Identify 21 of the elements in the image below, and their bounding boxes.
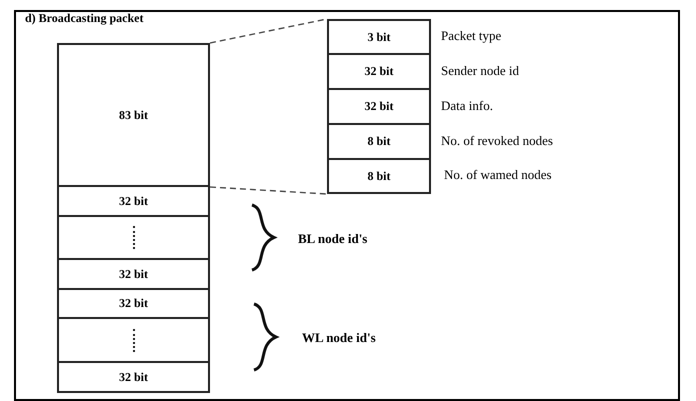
bit-field-cell: 8 bit — [327, 158, 431, 194]
ellipsis-field-cell — [57, 317, 210, 363]
field-description: No. of wamed nodes — [444, 167, 552, 183]
bit-field-cell: 32 bit — [327, 53, 431, 90]
group-label: BL node id's — [298, 231, 368, 247]
field-description: Sender node id — [441, 62, 519, 78]
field-description: No. of revoked nodes — [441, 132, 553, 148]
zoom-guide-line — [210, 186, 328, 195]
bit-field-cell: 32 bit — [57, 288, 210, 319]
bit-field-cell: 3 bit — [327, 19, 431, 55]
bit-field-cell: 8 bit — [327, 123, 431, 160]
bit-field-cell: 32 bit — [327, 88, 431, 125]
bit-field-cell: 83 bit — [57, 43, 210, 187]
field-description: Packet type — [441, 28, 502, 44]
figure-title: d) Broadcasting packet — [25, 11, 144, 26]
bit-field-cell: 32 bit — [57, 258, 210, 290]
bit-field-cell: 32 bit — [57, 185, 210, 217]
ellipsis-field-cell — [57, 215, 210, 260]
field-description: Data info. — [441, 98, 493, 114]
bit-field-cell: 32 bit — [57, 361, 210, 393]
group-label: WL node id's — [302, 330, 376, 346]
